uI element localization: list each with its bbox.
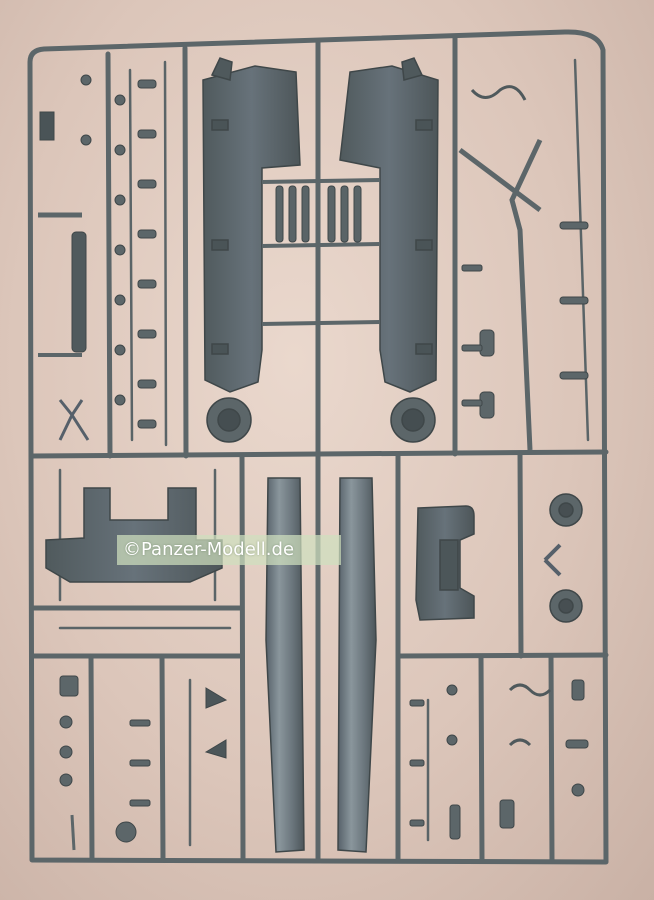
sprue-runners: [27, 29, 609, 865]
track-run-right: [337, 477, 377, 853]
bottom-small-parts: [59, 675, 589, 851]
track-run-left: [265, 477, 305, 853]
right-small-parts: [458, 85, 589, 451]
watermark-label: ©Panzer-Modell.de: [117, 535, 341, 565]
round-parts: [543, 493, 583, 623]
hull-plate-right: [339, 57, 439, 443]
track-links: [261, 178, 381, 326]
fender-box: [415, 505, 475, 621]
hull-plate-left: [202, 57, 301, 443]
left-small-parts: [38, 74, 157, 441]
